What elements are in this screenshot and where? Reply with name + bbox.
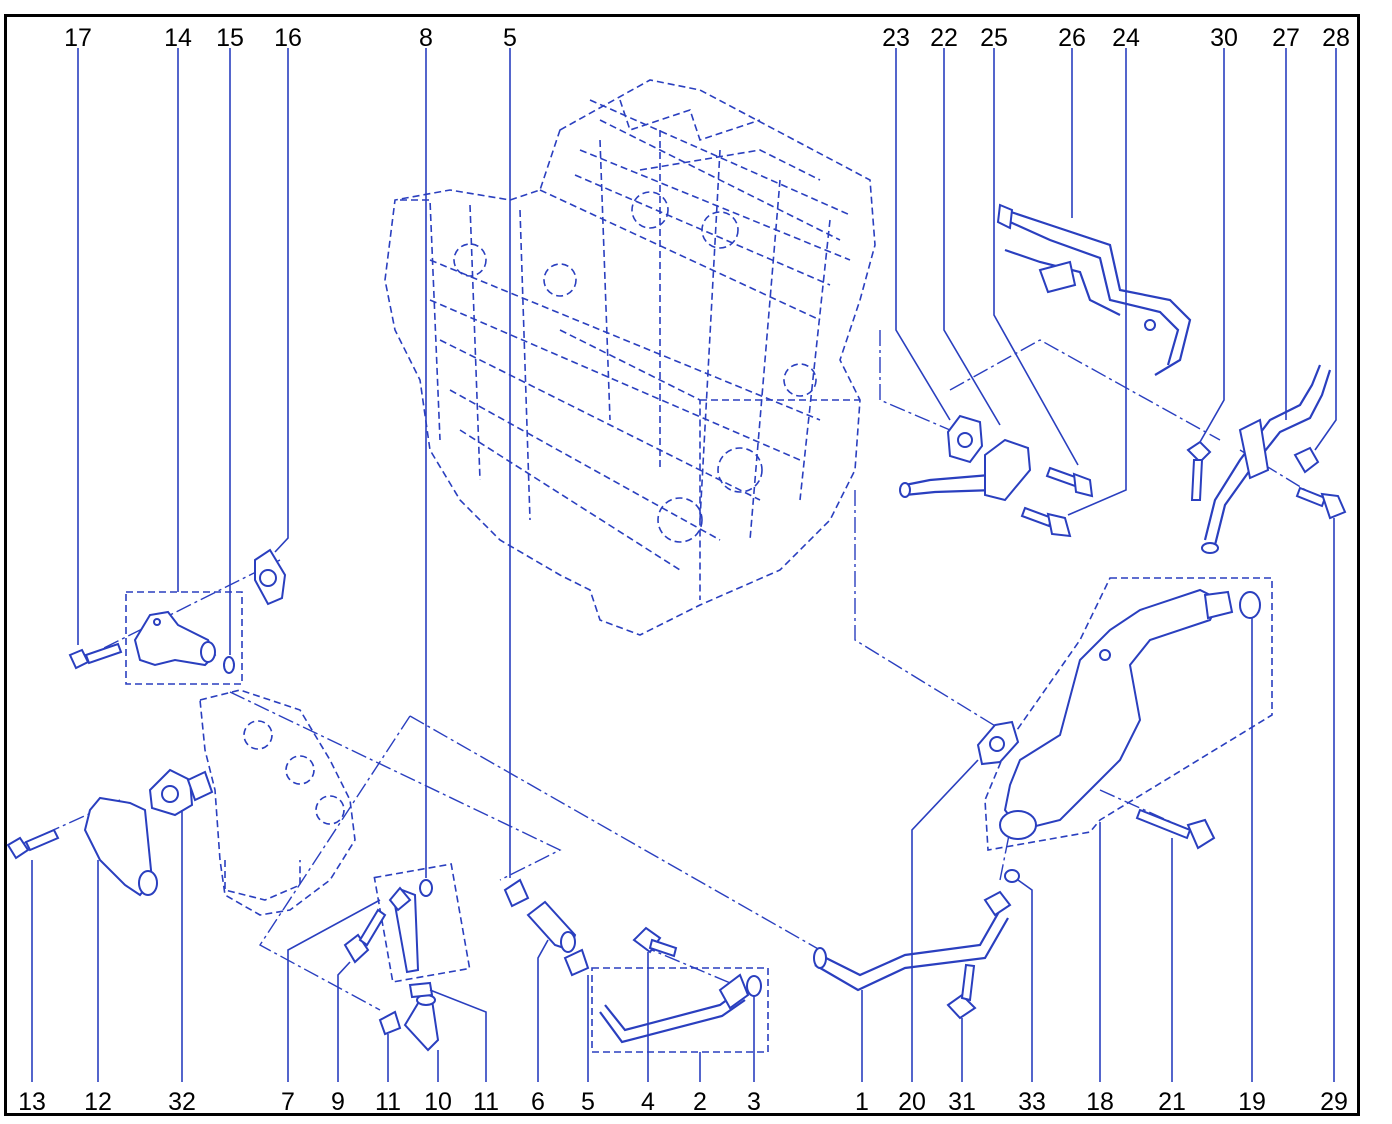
- callout-30: 30: [1210, 24, 1238, 52]
- part-group-7-box: [373, 863, 471, 983]
- bolt-13: [6, 828, 60, 860]
- clamp-11-right: [408, 981, 434, 999]
- callout-11-left: 11: [375, 1088, 401, 1116]
- pipe-1: [813, 890, 1012, 992]
- callout-2: 2: [693, 1088, 707, 1116]
- callout-leader-lines: [31, 48, 1337, 1082]
- heater-pipe-26: [996, 203, 1192, 376]
- callout-17: 17: [64, 24, 92, 52]
- thermostat-housing-cluster: [199, 689, 356, 916]
- callout-13: 13: [18, 1088, 46, 1116]
- hose-10: [403, 994, 440, 1052]
- bolt-31: [946, 963, 977, 1020]
- callout-27: 27: [1272, 24, 1300, 52]
- gasket-20: [976, 720, 1020, 766]
- thermostat-outlet-14: [133, 610, 217, 667]
- callout-4: 4: [641, 1088, 655, 1116]
- o-ring-8: [419, 879, 433, 897]
- callout-33: 33: [1018, 1088, 1046, 1116]
- callout-12: 12: [84, 1088, 112, 1116]
- water-outlet-12: [83, 796, 158, 897]
- callout-7: 7: [281, 1088, 295, 1116]
- callout-1: 1: [855, 1088, 869, 1116]
- part-group-14-box: [125, 591, 243, 685]
- callout-24: 24: [1112, 24, 1140, 52]
- bolt-30: [1186, 440, 1212, 501]
- diagram-frame: [4, 14, 1360, 1116]
- clamp-5-bottom: [563, 948, 590, 977]
- thermostat-32: [148, 768, 214, 817]
- pipe-2: [599, 973, 750, 1044]
- o-ring-3: [746, 975, 762, 997]
- callout-3: 3: [747, 1088, 761, 1116]
- water-outlet-pipe-22: [899, 438, 1032, 502]
- callout-29: 29: [1320, 1088, 1348, 1116]
- callout-20: 20: [898, 1088, 926, 1116]
- bolt-25: [1045, 466, 1094, 498]
- callout-22: 22: [930, 24, 958, 52]
- callout-18: 18: [1086, 1088, 1114, 1116]
- hose-7: [388, 886, 420, 974]
- callout-32: 32: [168, 1088, 196, 1116]
- gasket-23: [946, 414, 984, 464]
- callout-5-bottom: 5: [581, 1088, 595, 1116]
- bolt-9: [343, 908, 387, 964]
- bolt-24: [1020, 506, 1072, 538]
- o-ring-15: [223, 656, 235, 674]
- engine-block-phantom: [384, 79, 876, 636]
- part-group-2-box: [591, 967, 769, 1053]
- callout-31: 31: [948, 1088, 976, 1116]
- clamp-11-left: [378, 1010, 402, 1036]
- callout-14: 14: [164, 24, 192, 52]
- bolt-4: [632, 926, 678, 958]
- callout-19: 19: [1238, 1088, 1266, 1116]
- callout-16: 16: [274, 24, 302, 52]
- callout-5-top: 5: [503, 24, 517, 52]
- callout-11-right: 11: [473, 1088, 499, 1116]
- callout-28: 28: [1322, 24, 1350, 52]
- clamp-5-top: [503, 878, 530, 908]
- callout-15: 15: [216, 24, 244, 52]
- callout-23: 23: [882, 24, 910, 52]
- part-group-18-box: [984, 577, 1273, 851]
- bolt-21: [1135, 808, 1216, 850]
- o-ring-19: [1239, 591, 1261, 619]
- callout-6: 6: [531, 1088, 545, 1116]
- callout-9: 9: [331, 1088, 345, 1116]
- pipe-27: [1201, 364, 1332, 554]
- gasket-16: [254, 548, 287, 606]
- water-inlet-18: [999, 588, 1234, 840]
- hose-6: [526, 900, 577, 953]
- callout-21: 21: [1158, 1088, 1186, 1116]
- nut-28: [1293, 446, 1320, 474]
- bolt-17: [68, 642, 123, 670]
- assembly-centerlines: [19, 330, 1331, 1011]
- bolt-29: [1295, 486, 1347, 520]
- callout-10: 10: [424, 1088, 452, 1116]
- o-ring-33: [1004, 869, 1020, 883]
- callout-8: 8: [419, 24, 433, 52]
- callout-26: 26: [1058, 24, 1086, 52]
- callout-25: 25: [980, 24, 1008, 52]
